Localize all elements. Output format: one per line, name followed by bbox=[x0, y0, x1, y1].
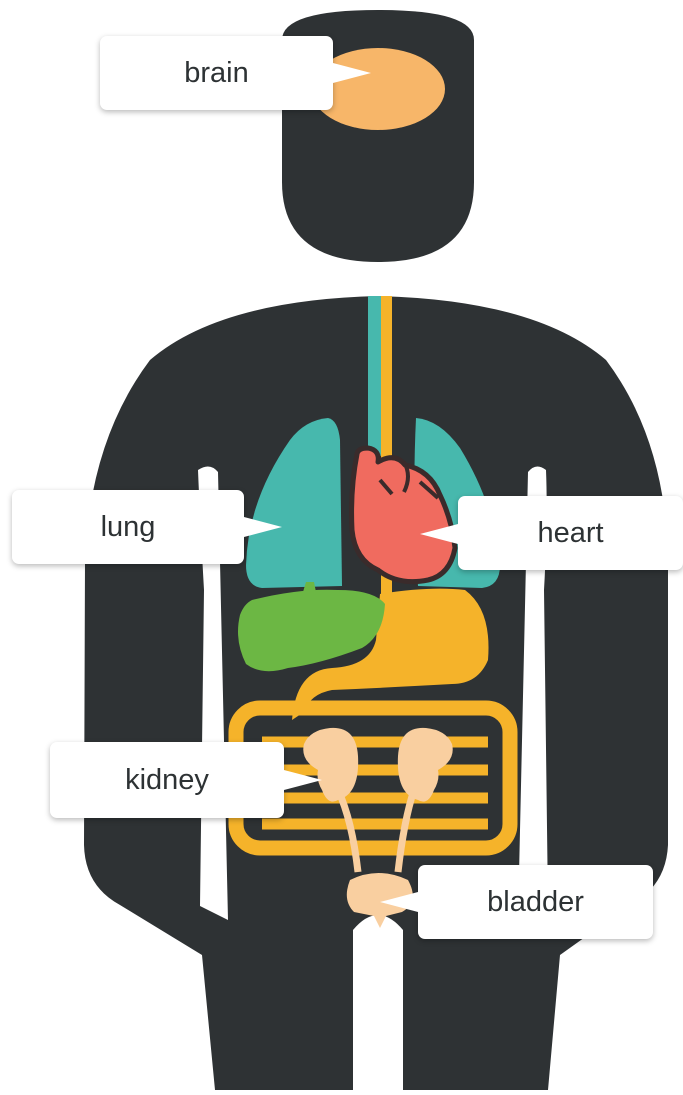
lung-label[interactable]: lung bbox=[12, 490, 244, 564]
bladder-label-text: bladder bbox=[487, 886, 584, 919]
brain-label[interactable]: brain bbox=[100, 36, 333, 110]
kidney-pointer bbox=[284, 770, 322, 790]
heart-label[interactable]: heart bbox=[458, 496, 683, 570]
brain-label-text: brain bbox=[184, 57, 249, 90]
trachea bbox=[368, 296, 381, 456]
bladder-label[interactable]: bladder bbox=[418, 865, 653, 939]
brain-pointer bbox=[333, 63, 371, 83]
kidney-label-text: kidney bbox=[125, 764, 209, 797]
lung-pointer bbox=[244, 517, 282, 537]
heart-pointer bbox=[420, 524, 458, 544]
lung-label-text: lung bbox=[101, 511, 156, 544]
bladder-pointer bbox=[380, 892, 418, 912]
kidney-label[interactable]: kidney bbox=[50, 742, 284, 818]
heart-label-text: heart bbox=[537, 517, 603, 550]
